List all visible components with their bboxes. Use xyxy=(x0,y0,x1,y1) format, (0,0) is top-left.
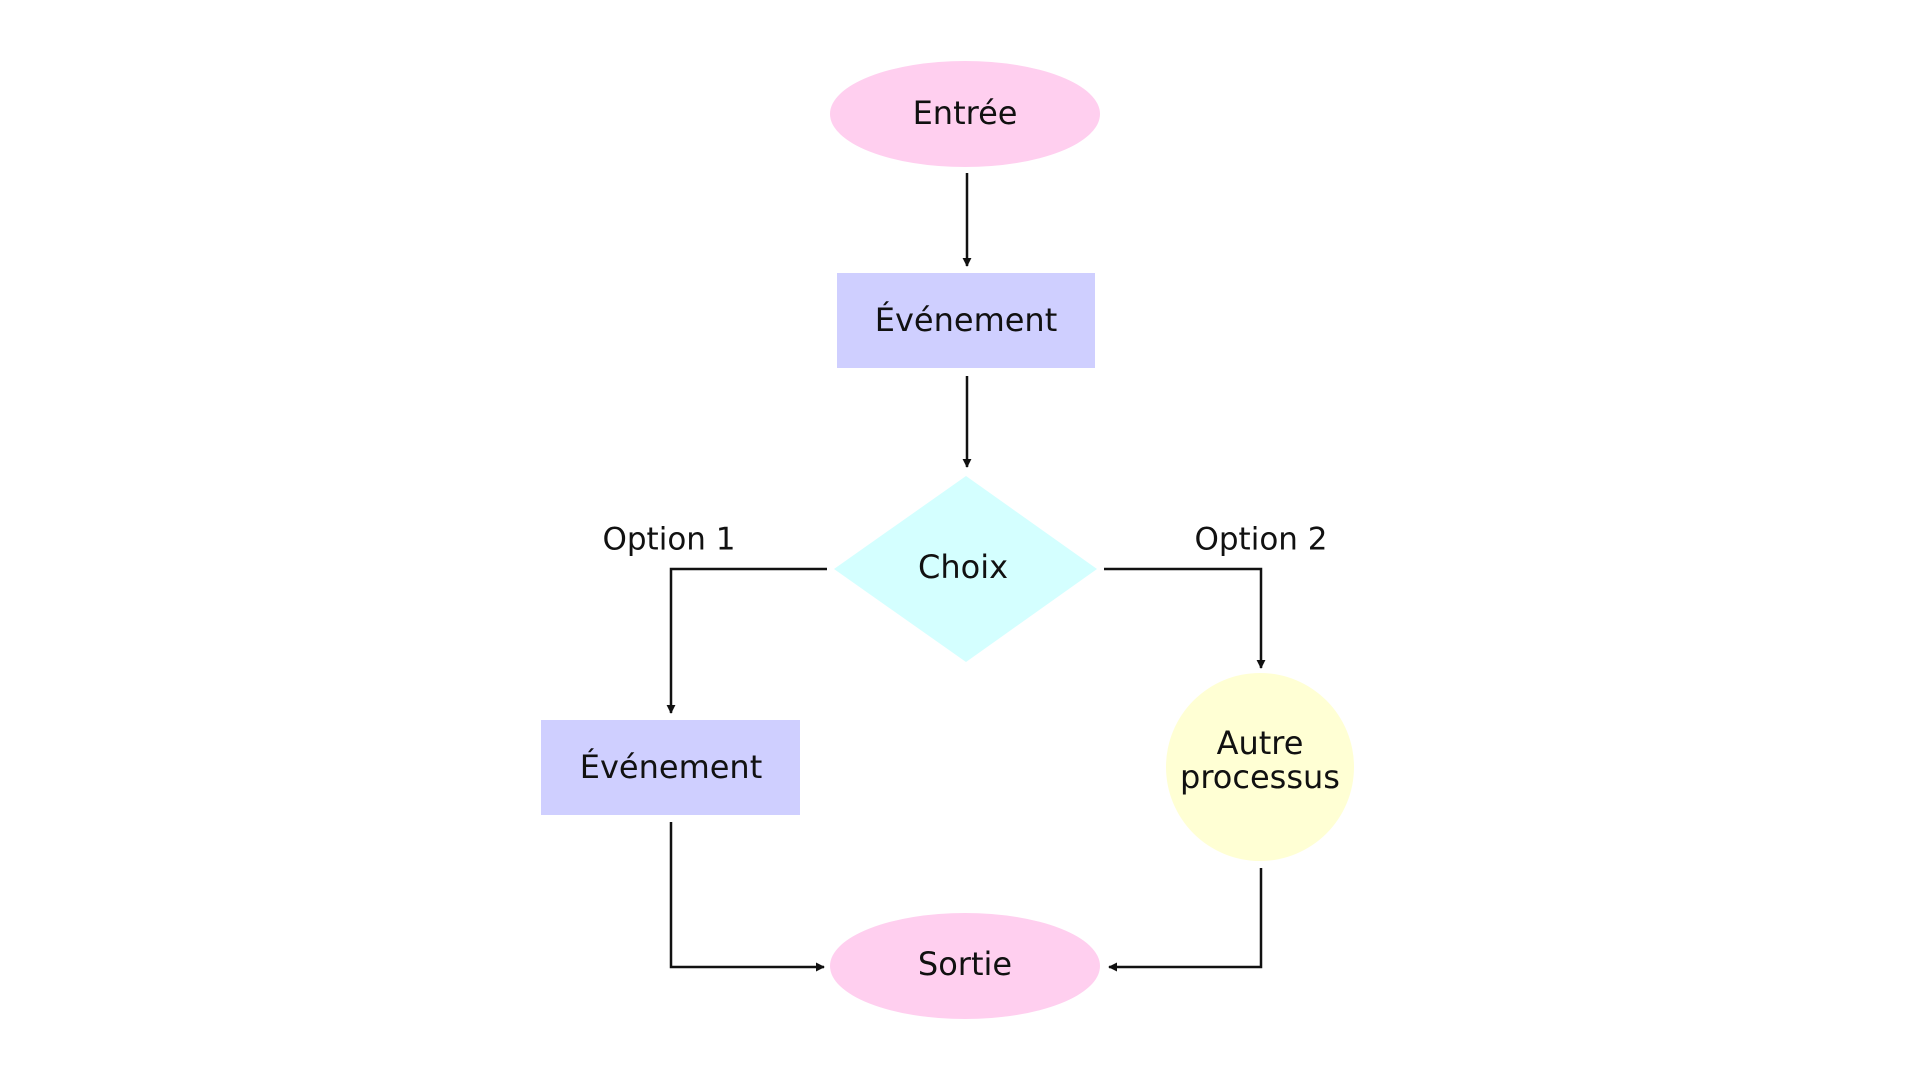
decision-node: Choix xyxy=(834,476,1097,662)
start-node-label: Entrée xyxy=(913,94,1018,132)
arrow-decision-to-other-process xyxy=(1104,567,1266,669)
arrow-event-left-to-end xyxy=(669,822,825,972)
arrow-decision-to-event-left xyxy=(666,567,827,714)
event-node-top-label: Événement xyxy=(875,301,1058,339)
event-node-left-label: Événement xyxy=(580,748,763,786)
option-2-label: Option 2 xyxy=(1194,522,1327,558)
arrow-other-process-to-end xyxy=(1108,868,1263,972)
start-node: Entrée xyxy=(830,61,1100,167)
other-process-node: Autre processus xyxy=(1166,673,1354,861)
event-node-left: Événement xyxy=(541,720,800,815)
other-process-label-line2: processus xyxy=(1180,758,1340,796)
decision-node-label: Choix xyxy=(918,548,1008,586)
end-node-label: Sortie xyxy=(918,945,1012,983)
event-node-top: Événement xyxy=(837,273,1095,368)
other-process-label-line1: Autre xyxy=(1217,724,1304,762)
end-node: Sortie xyxy=(830,913,1100,1019)
option-1-label: Option 1 xyxy=(602,522,735,558)
